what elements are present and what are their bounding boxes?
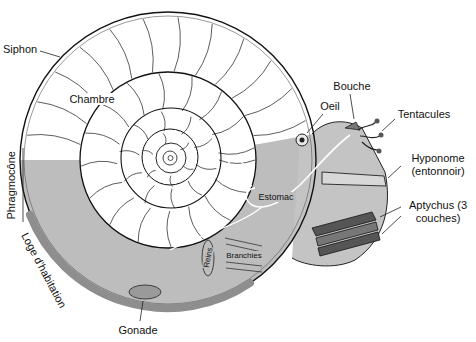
septum: [120, 151, 140, 155]
tentacle-tip: [379, 133, 384, 138]
hyponome: [322, 172, 386, 186]
siphon-line: [24, 16, 312, 304]
septum: [196, 24, 213, 75]
septum: [212, 117, 243, 135]
septum: [183, 166, 193, 170]
septum: [110, 198, 134, 225]
septum: [219, 160, 255, 163]
septum: [159, 74, 165, 110]
septum: [197, 165, 217, 169]
whorl: [168, 156, 173, 161]
septum: [219, 148, 255, 154]
body-chamber: [20, 134, 316, 307]
septum: [182, 76, 192, 111]
septum: [167, 211, 171, 247]
part-label: Aptychus (3 couches): [402, 199, 474, 224]
septum: [215, 179, 248, 193]
septum: [232, 61, 271, 98]
gonad: [129, 285, 161, 299]
septum: [81, 161, 117, 166]
septum: [174, 17, 180, 71]
septum: [143, 151, 153, 155]
part-label: Bouche: [332, 80, 371, 93]
whorl: [156, 143, 186, 173]
tentacle-tip: [375, 119, 380, 124]
septum: [171, 189, 175, 209]
septum: [163, 133, 166, 144]
mouth: [345, 122, 360, 130]
part-label: Hyponome (entonnoir): [402, 152, 474, 177]
septum: [215, 39, 244, 85]
septum: [188, 181, 202, 195]
part-label: Gonade: [117, 324, 158, 337]
septum: [143, 19, 153, 72]
septum: [145, 186, 154, 204]
septum: [254, 121, 306, 136]
kidney: [202, 240, 214, 276]
septum: [90, 182, 122, 198]
part-label: Branchies: [225, 251, 263, 260]
septum: [80, 47, 113, 90]
septum: [205, 195, 231, 220]
septum: [127, 83, 144, 115]
aptychus-plate: [318, 232, 380, 256]
septum: [189, 207, 204, 240]
part-label: Phragmocône: [5, 150, 18, 221]
whorl: [163, 151, 177, 165]
shell-outline: [20, 12, 316, 308]
septum: [110, 29, 132, 78]
whorl: [121, 108, 221, 208]
septa: [27, 17, 305, 247]
septum: [180, 143, 188, 150]
septum: [199, 91, 221, 119]
septum: [161, 112, 165, 132]
septum: [194, 139, 212, 148]
gills: [225, 238, 262, 272]
part-label: Estomac: [258, 192, 295, 202]
septum: [27, 135, 80, 145]
part-label: Siphon: [2, 43, 38, 56]
septum: [101, 104, 128, 127]
stomach: [228, 159, 252, 186]
septum: [138, 208, 150, 242]
part-label: Oeil: [319, 100, 341, 113]
whorl: [142, 129, 198, 185]
tentacle-tip: [377, 149, 382, 154]
pupil: [300, 138, 305, 143]
tentacles: [358, 122, 380, 150]
septum: [85, 133, 119, 144]
intestine: [170, 207, 262, 250]
leader-lines: [23, 51, 401, 321]
part-label: Chambre: [68, 93, 115, 106]
part-label: Tentacules: [397, 108, 452, 121]
septum: [147, 170, 155, 177]
septum: [245, 89, 292, 116]
septum: [134, 125, 148, 139]
digestive-tract: [246, 135, 350, 207]
eye: [296, 134, 308, 146]
